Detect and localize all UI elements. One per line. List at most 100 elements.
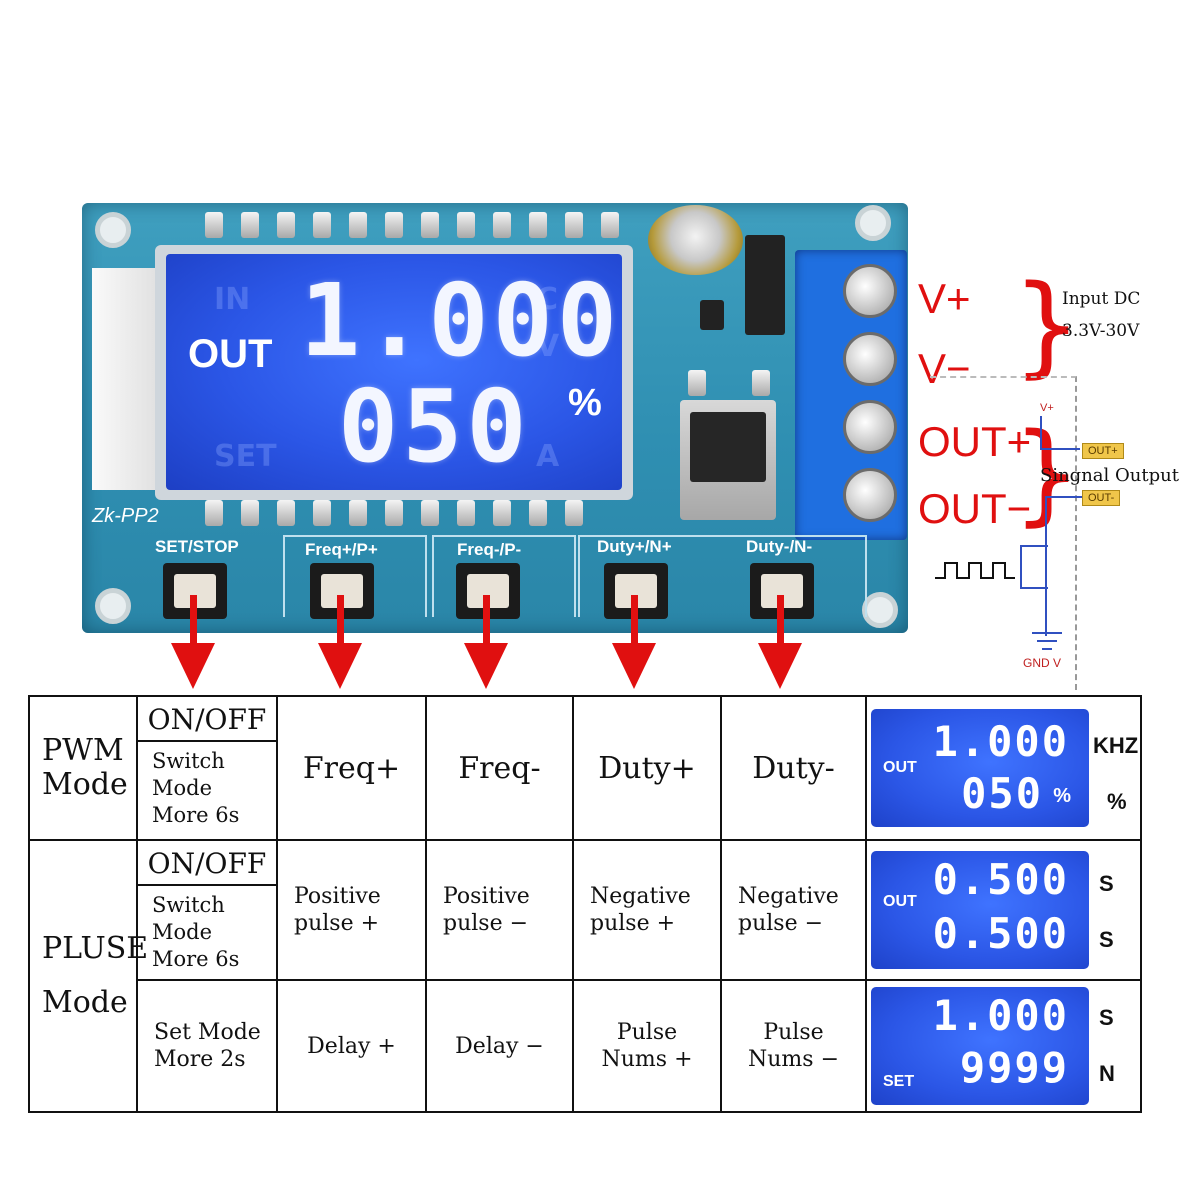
pwm-lcd-frequency: 1.000	[932, 717, 1069, 766]
pluse-unit-top: S	[1099, 871, 1114, 896]
button-label-freq-minus: Freq-/P-	[457, 540, 522, 559]
pluse-mode-cell: PLUSE Mode	[28, 839, 148, 1113]
mode-reference-table: PWM Mode ON/OFF Switch Mode More 6s Freq…	[28, 695, 1142, 1113]
mounting-hole-top-left	[95, 212, 131, 248]
pluse-set-stop-cell: ON/OFF Switch Mode More 6s	[136, 839, 278, 981]
button-label-duty-minus: Duty-/N-	[746, 537, 813, 556]
arrow-down-icon	[612, 595, 656, 689]
board-model-label: Zk-PP2	[92, 505, 159, 527]
pwm-duty-plus-cell: Duty+	[572, 695, 722, 841]
smd-chip	[700, 300, 724, 330]
pluse-display-cell: OUT 0.500 0.500 S S	[865, 839, 1142, 981]
lcd-ghost-segments: C	[536, 282, 559, 317]
arrow-down-icon	[318, 595, 362, 689]
pwm-row: PWM Mode ON/OFF Switch Mode More 6s Freq…	[28, 695, 1142, 841]
pluse-delay-plus-cell: Delay +	[276, 979, 427, 1113]
terminal-label-v-plus: V+	[918, 275, 971, 322]
arrow-down-icon	[464, 595, 508, 689]
pluse-switch-mode-text: Switch Mode More 6s	[152, 893, 240, 971]
pluse-set-display-cell: SET 1.000 9999 S N	[865, 979, 1142, 1113]
brace-input-icon: }	[1012, 261, 1082, 389]
schematic-wire	[1045, 496, 1082, 498]
mosfet-pin	[688, 370, 706, 396]
button-group-outline	[283, 535, 427, 617]
mounting-hole-top-right	[855, 205, 891, 241]
button-group-outline	[432, 535, 576, 617]
mosfet-chip	[690, 412, 766, 482]
out-plus-tag: OUT+	[1082, 443, 1124, 459]
input-dc-range: 3.3V-30V	[1062, 321, 1140, 341]
input-dc-title: Input DC	[1062, 289, 1141, 309]
button-label-set-stop: SET/STOP	[155, 537, 239, 556]
out-minus-tag: OUT-	[1082, 490, 1121, 506]
lcd-duty-value: 050	[338, 368, 531, 485]
terminal-label-out-plus: OUT+	[918, 418, 1032, 465]
pluse-onoff-label: ON/OFF	[138, 841, 276, 886]
screw-out-plus	[843, 400, 897, 454]
pluse-set-mini-lcd: SET 1.000 9999	[871, 987, 1089, 1105]
terminal-label-out-minus: OUT−	[918, 485, 1032, 532]
ground-symbol-icon	[1037, 640, 1057, 642]
pluse-set-lcd-label: SET	[883, 1073, 915, 1090]
screw-v-minus	[843, 332, 897, 386]
pluse-mini-lcd: OUT 0.500 0.500	[871, 851, 1089, 969]
pwm-duty-minus-cell: Duty-	[720, 695, 867, 841]
screw-out-minus	[843, 468, 897, 522]
lcd-frequency-value: 1.000	[300, 262, 622, 379]
square-wave-icon	[935, 560, 1015, 580]
freq-minus-button[interactable]	[456, 563, 520, 619]
lcd-ghost-segments: SET	[214, 439, 277, 474]
lcd-mode-label: OUT	[188, 332, 273, 376]
pwm-onoff-label: ON/OFF	[138, 697, 276, 742]
schematic-frame	[930, 376, 1077, 690]
ground-symbol-icon	[1042, 648, 1052, 650]
mounting-hole-bottom-left	[95, 588, 131, 624]
pwm-mini-lcd: OUT 1.000 050 %	[871, 709, 1089, 827]
button-group-outline	[578, 535, 867, 617]
schematic-wire	[1045, 496, 1047, 636]
brace-output-icon: }	[1012, 409, 1082, 537]
pluse-set-lcd-delay: 1.000	[932, 991, 1069, 1040]
pluse-set-unit-top: S	[1099, 1005, 1114, 1030]
lcd-ghost-segments: A	[536, 439, 560, 474]
pwm-switch-mode-text: Switch Mode More 6s	[152, 749, 240, 827]
pwm-lcd-label: OUT	[883, 759, 917, 776]
lcd-ghost-segments: V	[536, 329, 560, 364]
pwm-mode-cell: PWM Mode	[28, 695, 138, 841]
pwm-mode-title: PWM	[42, 733, 124, 768]
pwm-display-cell: OUT 1.000 050 % KHZ %	[865, 695, 1142, 841]
pluse-row-run: PLUSE Mode ON/OFF Switch Mode More 6s Po…	[28, 839, 1142, 1113]
lcd-ghost-segments: IN	[214, 282, 251, 317]
pluse-lcd-positive: 0.500	[932, 855, 1069, 904]
pwm-lcd-duty-suffix: %	[1053, 785, 1071, 807]
pwm-freq-minus-cell: Freq-	[425, 695, 574, 841]
schematic-wire	[1040, 448, 1080, 450]
pwm-mode-subtitle: Mode	[42, 767, 128, 802]
arrow-down-icon	[758, 595, 802, 689]
main-lcd-display: IN SET C V A OUT 1.000 050 %	[166, 254, 622, 490]
lcd-duty-unit: %	[568, 382, 602, 424]
terminal-label-v-minus: V−	[918, 345, 971, 392]
mosfet-symbol-icon	[1020, 545, 1048, 589]
button-label-duty-plus: Duty+/N+	[597, 537, 672, 556]
arrow-down-icon	[171, 595, 215, 689]
gnd-label: GND V	[1023, 656, 1062, 670]
diode-chip	[745, 235, 785, 335]
set-stop-button[interactable]	[163, 563, 227, 619]
pwm-unit-khz: KHZ	[1093, 733, 1139, 758]
pluse-lcd-label: OUT	[883, 893, 917, 910]
pwm-freq-plus-cell: Freq+	[276, 695, 427, 841]
screw-terminal-block	[795, 250, 907, 540]
pluse-lcd-negative: 0.500	[932, 909, 1069, 958]
pluse-delay-minus-cell: Delay −	[425, 979, 574, 1113]
pluse-unit-bottom: S	[1099, 927, 1114, 952]
ground-symbol-icon	[1032, 632, 1062, 634]
capacitor	[648, 205, 743, 275]
